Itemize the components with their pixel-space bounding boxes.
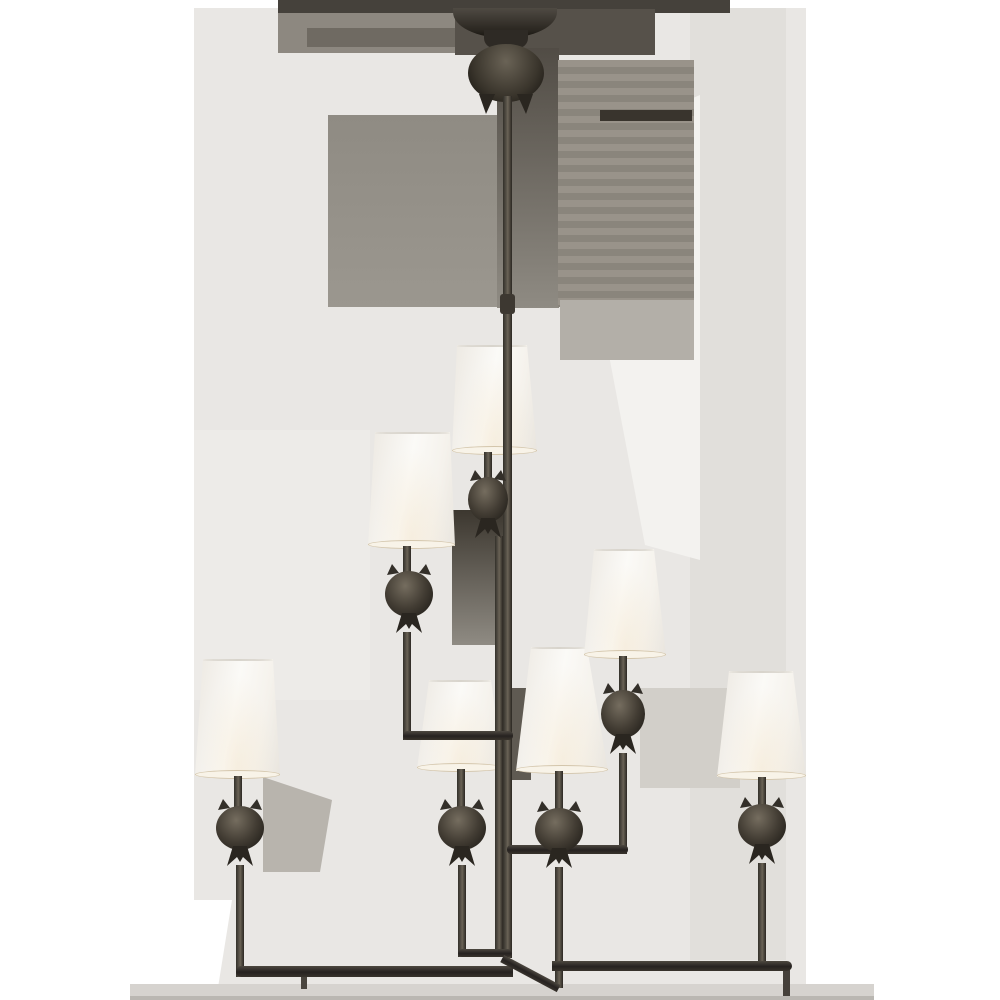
background-patch	[786, 8, 806, 960]
metal-ball	[535, 808, 583, 852]
ball-horn	[772, 797, 784, 808]
ball-horn	[494, 470, 506, 481]
shade-bottom-rim	[452, 446, 537, 455]
frame-bar	[236, 966, 513, 977]
frame-stub	[301, 973, 307, 989]
ball-horn	[631, 683, 643, 694]
canopy-neck	[484, 30, 528, 48]
ball-horn	[537, 801, 549, 812]
background-patch	[558, 60, 694, 307]
candle-stem	[236, 865, 244, 977]
shade-top-edge	[594, 549, 654, 551]
shade-top-edge	[375, 432, 450, 434]
frame-bar	[552, 961, 792, 971]
ball-horn	[603, 683, 615, 694]
center-stem	[503, 96, 512, 958]
stem-coupling	[500, 294, 515, 314]
background-patch	[307, 28, 457, 47]
shade-top-edge	[531, 647, 587, 649]
ball-horn	[218, 799, 230, 810]
lamp-shade	[417, 680, 503, 769]
lamp-shade	[584, 549, 666, 656]
ball-horn	[470, 470, 482, 481]
candle-stem	[555, 867, 563, 988]
metal-ball	[601, 690, 645, 738]
candle-stem	[484, 452, 492, 480]
background-patch	[130, 996, 874, 1000]
shade-bottom-rim	[368, 540, 455, 549]
candle-stem	[403, 546, 411, 573]
metal-ball	[468, 477, 508, 522]
lamp-shade	[452, 345, 537, 452]
candle-stem	[619, 656, 627, 692]
frame-bar	[403, 731, 513, 740]
ball-horn	[569, 801, 581, 812]
candle-stem	[619, 753, 627, 854]
candle-stem	[403, 632, 411, 740]
canopy-urn	[468, 44, 544, 102]
metal-ball	[738, 804, 786, 848]
lamp-shade	[368, 432, 455, 546]
metal-ball	[385, 571, 433, 617]
ball-horn	[440, 799, 452, 810]
lamp-shade	[717, 671, 806, 777]
candle-stem	[555, 771, 563, 810]
shade-top-edge	[203, 659, 273, 661]
candle-stem	[758, 863, 766, 968]
shade-top-edge	[729, 671, 793, 673]
ball-horn	[419, 564, 431, 575]
metal-ball	[438, 806, 486, 850]
candle-stem	[758, 777, 766, 806]
ball-horn	[250, 799, 262, 810]
ball-horn	[740, 797, 752, 808]
ball-horn	[472, 799, 484, 810]
background-patch	[600, 110, 692, 121]
frame-bar	[458, 949, 512, 957]
candle-stem	[458, 865, 466, 957]
shade-top-edge	[429, 680, 491, 682]
candle-stem	[457, 769, 465, 808]
metal-ball	[216, 806, 264, 850]
background-patch	[194, 430, 370, 700]
candle-stem	[234, 776, 242, 808]
ball-horn	[387, 564, 399, 575]
candle-stem	[495, 536, 503, 952]
shade-top-edge	[457, 345, 527, 347]
frame-stub	[783, 965, 790, 996]
lamp-shade	[195, 659, 280, 776]
background-patch	[560, 300, 694, 360]
